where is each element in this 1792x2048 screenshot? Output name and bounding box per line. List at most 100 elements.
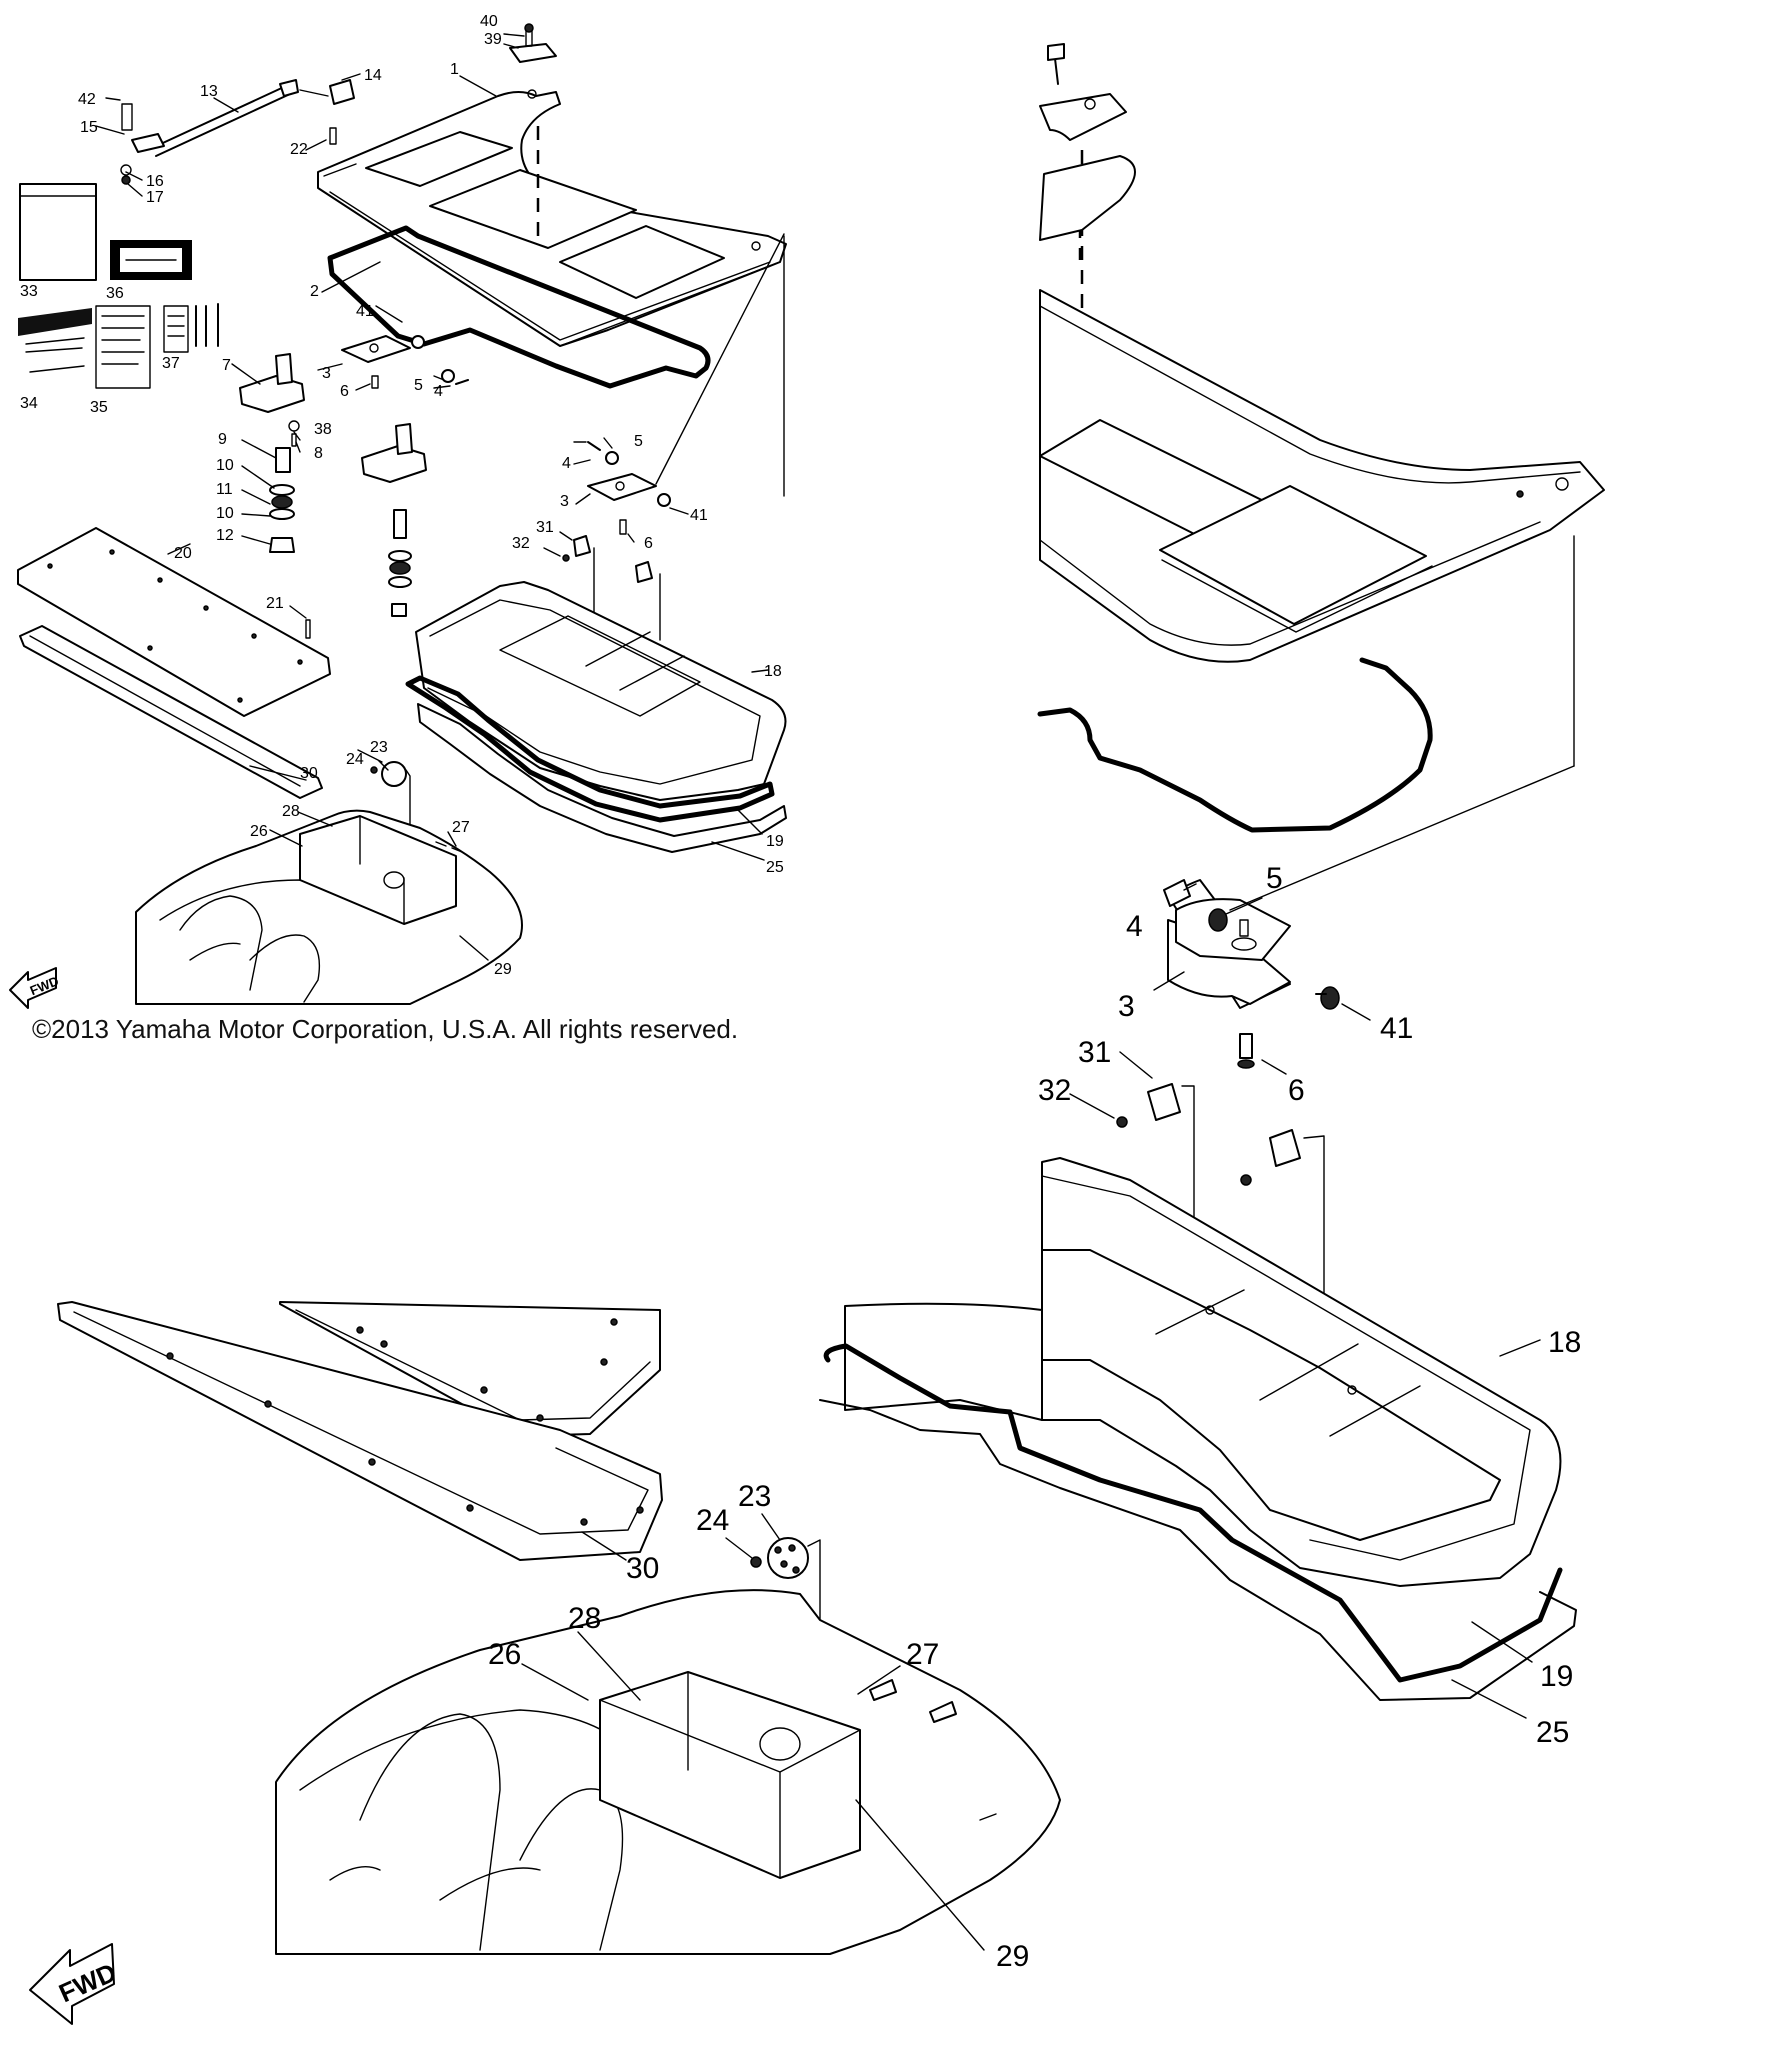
callout-37: 37 bbox=[162, 355, 180, 372]
detail-right-callout-labels: 4 5 3 41 31 32 6 18 19 25 bbox=[1038, 862, 1581, 1749]
callout-27: 27 bbox=[906, 1638, 939, 1671]
hinge-brackets-drawing bbox=[239, 353, 427, 617]
detail-cap-drawing bbox=[767, 1537, 809, 1579]
callout-25: 25 bbox=[766, 859, 784, 876]
detail-tray-gasket-drawing bbox=[823, 1343, 1563, 1683]
callout-5: 5 bbox=[414, 377, 423, 394]
callout-6: 6 bbox=[644, 535, 653, 552]
lid-gasket-drawing bbox=[327, 225, 711, 389]
callout-41: 41 bbox=[690, 507, 708, 524]
callout-23: 23 bbox=[370, 739, 388, 756]
callout-21: 21 bbox=[266, 595, 284, 612]
callout-13: 13 bbox=[200, 83, 218, 100]
callout-11: 11 bbox=[216, 481, 233, 498]
callout-31: 31 bbox=[1078, 1036, 1111, 1069]
callout-2: 2 bbox=[310, 283, 319, 300]
detail-cover-plate-drawing bbox=[57, 1301, 663, 1561]
detail-bottom-diagram: FWD 30 24 23 28 26 27 29 bbox=[29, 1301, 1061, 2025]
detail-watercraft-drawing bbox=[275, 1589, 1061, 1955]
detail-right-leaders bbox=[1069, 883, 1541, 1719]
callout-26: 26 bbox=[488, 1638, 521, 1671]
callout-3: 3 bbox=[560, 493, 569, 510]
tray-seal-drawing bbox=[417, 703, 787, 853]
clips-drawing bbox=[562, 535, 661, 641]
cover-plate-drawing bbox=[17, 527, 331, 799]
callout-31: 31 bbox=[536, 519, 554, 536]
callout-10: 10 bbox=[216, 457, 234, 474]
callout-19: 19 bbox=[766, 833, 784, 850]
callout-35: 35 bbox=[90, 399, 108, 416]
callout-39: 39 bbox=[484, 31, 502, 48]
callout-4: 4 bbox=[1126, 910, 1143, 943]
callout-33: 33 bbox=[20, 283, 38, 300]
callout-32: 32 bbox=[1038, 1074, 1071, 1107]
copyright-notice: ©2013 Yamaha Motor Corporation, U.S.A. A… bbox=[32, 1014, 739, 1044]
cap-drawing bbox=[381, 761, 407, 787]
callout-24: 24 bbox=[346, 751, 364, 768]
callout-34: 34 bbox=[20, 395, 38, 412]
watercraft-drawing bbox=[135, 809, 523, 1005]
detail-tray-drawing bbox=[844, 1157, 1562, 1587]
fwd-arrow-large: FWD bbox=[29, 1943, 121, 2025]
callout-23: 23 bbox=[738, 1480, 771, 1513]
callout-29: 29 bbox=[996, 1940, 1029, 1973]
callout-6: 6 bbox=[340, 383, 349, 400]
callout-12: 12 bbox=[216, 527, 234, 544]
callout-6: 6 bbox=[1288, 1074, 1305, 1107]
detail-tray-seal-drawing bbox=[819, 1399, 1577, 1701]
detail-top-bracket-drawing bbox=[1039, 43, 1127, 141]
callout-41: 41 bbox=[356, 303, 374, 320]
callout-18: 18 bbox=[1548, 1326, 1581, 1359]
mount-plate-lower-drawing bbox=[587, 233, 785, 535]
callout-8: 8 bbox=[314, 445, 323, 462]
callout-7: 7 bbox=[222, 357, 231, 374]
callout-15: 15 bbox=[80, 119, 98, 136]
gas-strut-drawing bbox=[120, 79, 355, 185]
callout-38: 38 bbox=[314, 421, 332, 438]
callout-5: 5 bbox=[1266, 862, 1283, 895]
callout-28: 28 bbox=[282, 803, 300, 820]
callout-36: 36 bbox=[106, 285, 124, 302]
detail-right-diagram: 4 5 3 41 31 32 6 18 19 25 bbox=[819, 43, 1605, 1749]
detail-bottom-leaders bbox=[521, 1513, 985, 1951]
callout-10: 10 bbox=[216, 505, 234, 522]
callout-28: 28 bbox=[568, 1602, 601, 1635]
callout-25: 25 bbox=[1536, 1716, 1569, 1749]
callout-17: 17 bbox=[146, 189, 164, 206]
tray-gasket-drawing bbox=[405, 675, 775, 823]
callout-42: 42 bbox=[78, 91, 96, 108]
callout-32: 32 bbox=[512, 535, 530, 552]
overview-callout-labels: 1 2 3 3 4 4 5 5 6 6 7 8 9 10 10 11 12 13… bbox=[20, 13, 784, 978]
callout-24: 24 bbox=[696, 1504, 729, 1537]
callout-30: 30 bbox=[626, 1552, 659, 1585]
overview-diagram: FWD bbox=[9, 13, 787, 1009]
accessory-items-drawing bbox=[18, 183, 219, 389]
callout-9: 9 bbox=[218, 431, 227, 448]
callout-4: 4 bbox=[562, 455, 571, 472]
callout-22: 22 bbox=[290, 141, 308, 158]
callout-3: 3 bbox=[1118, 990, 1135, 1023]
fwd-arrow-small: FWD bbox=[9, 967, 61, 1009]
callout-14: 14 bbox=[364, 67, 382, 84]
detail-bottom-callout-labels: 30 24 23 28 26 27 29 bbox=[488, 1480, 1029, 1973]
callout-3: 3 bbox=[322, 365, 331, 382]
callout-27: 27 bbox=[452, 819, 470, 836]
detail-lid-drawing bbox=[1039, 155, 1605, 767]
callout-19: 19 bbox=[1540, 1660, 1573, 1693]
callout-29: 29 bbox=[494, 961, 512, 978]
callout-41: 41 bbox=[1380, 1012, 1413, 1045]
callout-20: 20 bbox=[174, 545, 192, 562]
top-bracket-drawing bbox=[509, 23, 557, 63]
callout-4: 4 bbox=[434, 383, 443, 400]
callout-18: 18 bbox=[764, 663, 782, 680]
mount-plate-upper-drawing bbox=[341, 335, 469, 389]
callout-16: 16 bbox=[146, 173, 164, 190]
callout-1: 1 bbox=[450, 61, 459, 78]
callout-30: 30 bbox=[300, 765, 318, 782]
hatch-lid-drawing bbox=[317, 89, 787, 347]
callout-5: 5 bbox=[634, 433, 643, 450]
detail-lid-gasket-drawing bbox=[1037, 657, 1433, 833]
storage-tray-drawing bbox=[415, 581, 787, 801]
callout-40: 40 bbox=[480, 13, 498, 30]
